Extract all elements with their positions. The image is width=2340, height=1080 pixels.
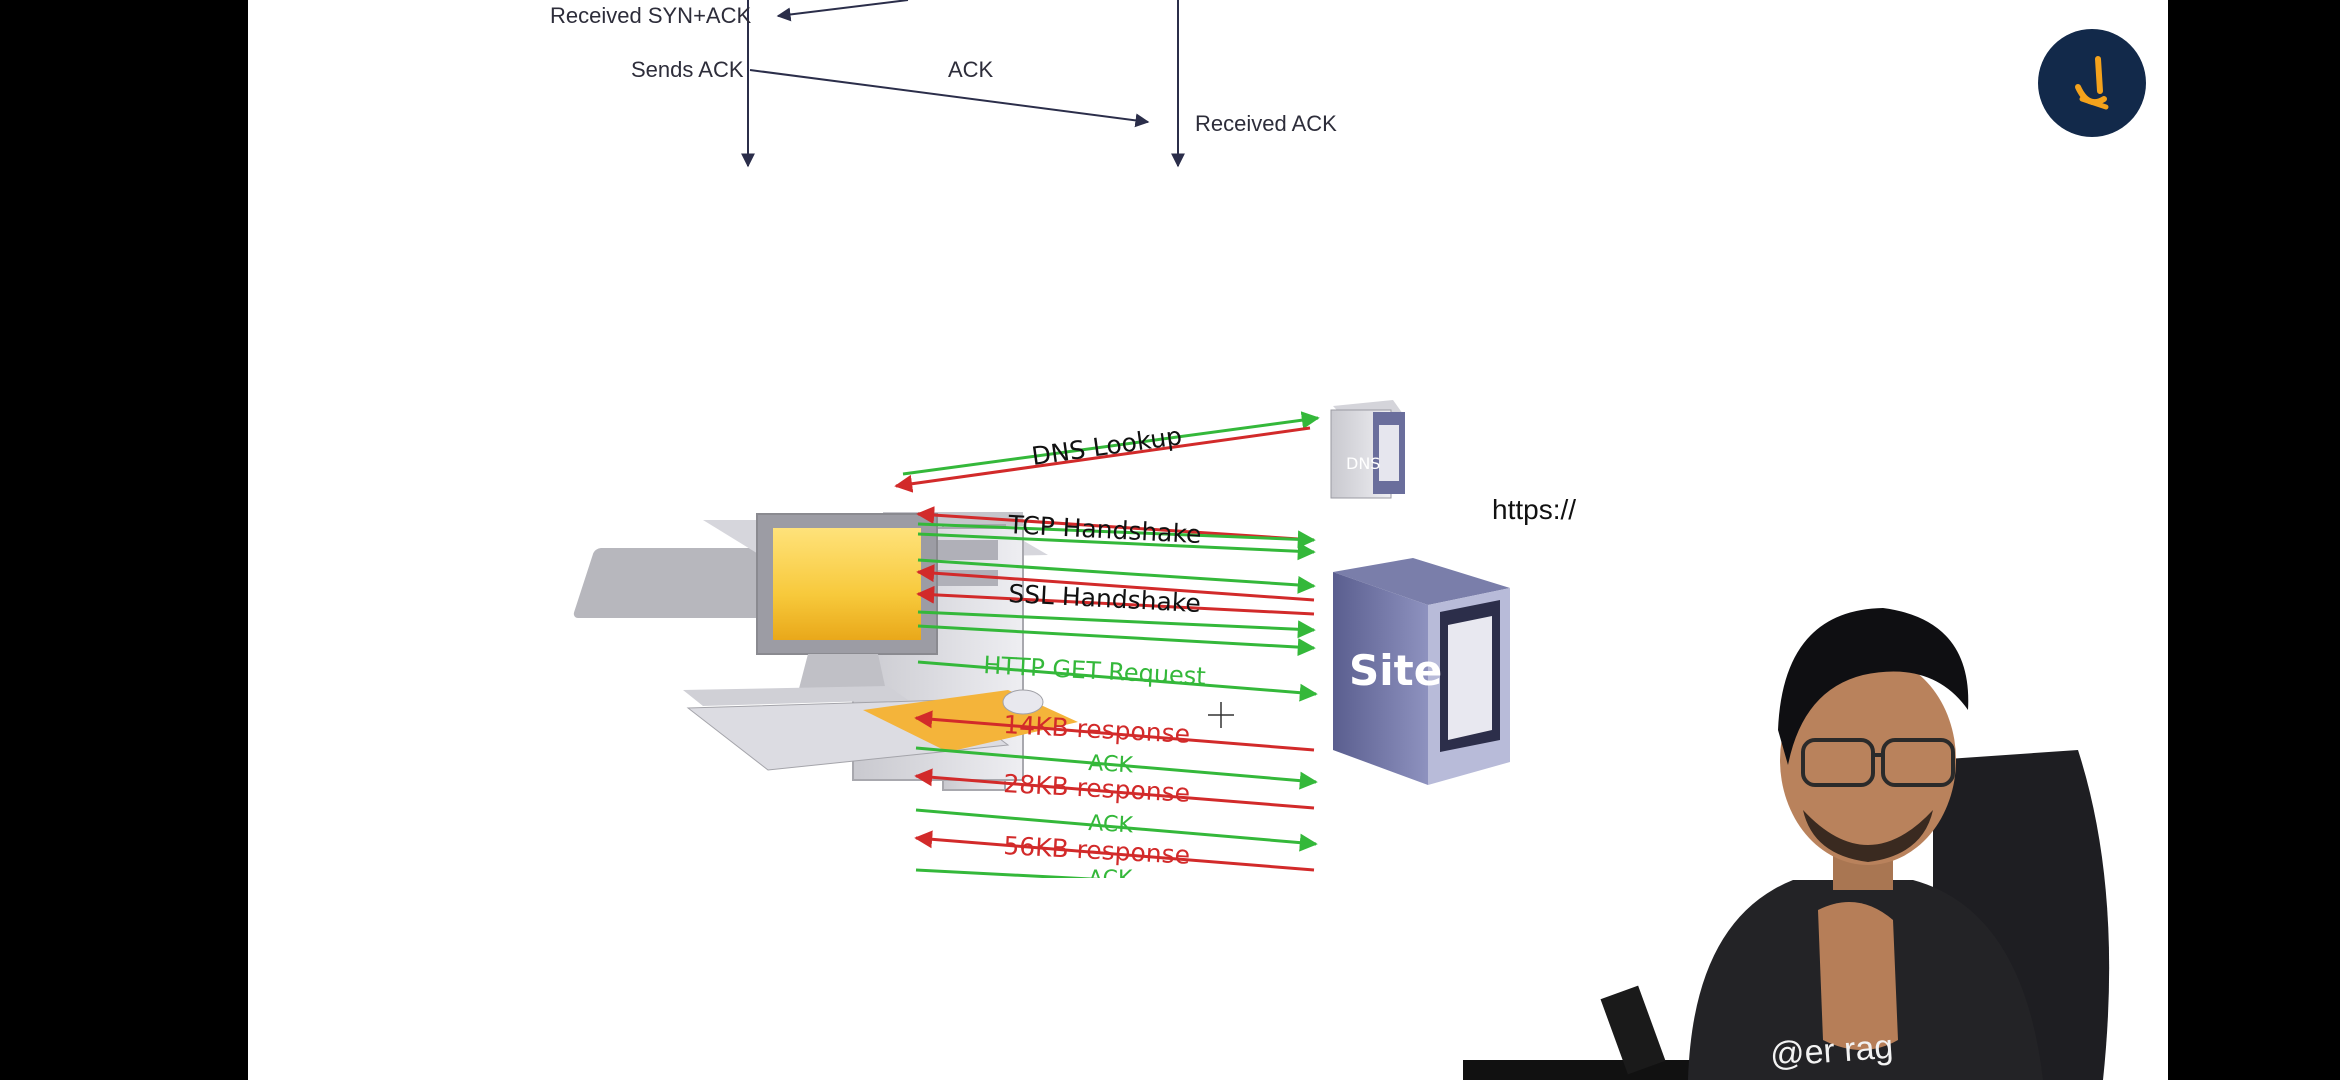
ack1-arrow	[915, 746, 1318, 790]
resp-14-arrow	[914, 710, 1315, 752]
ack-arrow	[749, 69, 1150, 128]
presenter-figure	[1463, 608, 2110, 1080]
web-request-diagram: DNS Site DNS Lookup TCP Handshake SSL Ha…	[573, 400, 1510, 908]
site-server-icon	[1333, 558, 1510, 785]
ack2-label: ACK	[1088, 811, 1134, 838]
ssl-arrow-1	[917, 558, 1316, 594]
ack1-label: ACK	[1088, 751, 1134, 778]
http-get-arrow	[917, 660, 1318, 702]
slide: Received SYN+ACK Sends ACK ACK Received …	[248, 0, 2168, 1080]
ssl-arrow-5	[917, 624, 1316, 657]
synack-arrow	[776, 0, 909, 22]
tcp-arrow-1	[916, 506, 1315, 542]
tcp-handshake-lines	[741, 0, 1185, 168]
resp-28-arrow	[914, 768, 1315, 810]
resp-14-label: 14KB response	[1003, 710, 1191, 749]
ssl-arrow-2	[916, 564, 1315, 602]
ssl-arrow-4	[917, 610, 1316, 639]
ssl-handshake-label: SSL Handshake	[1008, 579, 1202, 618]
received-ack-label: Received ACK	[1195, 111, 1337, 136]
resp-56-label: 56KB response	[1003, 831, 1191, 870]
resp-56-arrow	[914, 830, 1315, 872]
crosshair-cursor-icon	[1208, 702, 1234, 728]
presenter-webcam: @er rag	[1463, 590, 2168, 1080]
logo-icon	[2075, 56, 2109, 110]
dns-response-arrow	[894, 426, 1311, 493]
dns-server-icon	[1330, 400, 1405, 499]
site-server-label: Site	[1349, 646, 1442, 695]
dns-request-arrow	[902, 411, 1320, 476]
received-synack-label: Received SYN+ACK	[550, 3, 752, 28]
dns-server-label: DNS	[1346, 454, 1380, 473]
resp-28-label: 28KB response	[1003, 769, 1191, 808]
sends-ack-label: Sends ACK	[631, 57, 744, 82]
ack-label: ACK	[948, 57, 994, 82]
ack2-arrow	[915, 808, 1318, 852]
tcp-handshake-label: TCP Handshake	[1007, 510, 1203, 549]
tcp-arrow-2	[917, 522, 1316, 549]
diagram-crop-mask	[868, 878, 1368, 908]
ssl-arrow-3	[916, 585, 1315, 616]
channel-logo	[2038, 29, 2146, 137]
dns-lookup-label: DNS Lookup	[1030, 421, 1184, 471]
tcp-arrow-3	[917, 532, 1316, 561]
desktop-computer-icon	[573, 512, 1078, 791]
https-text: https://	[1492, 494, 1577, 525]
